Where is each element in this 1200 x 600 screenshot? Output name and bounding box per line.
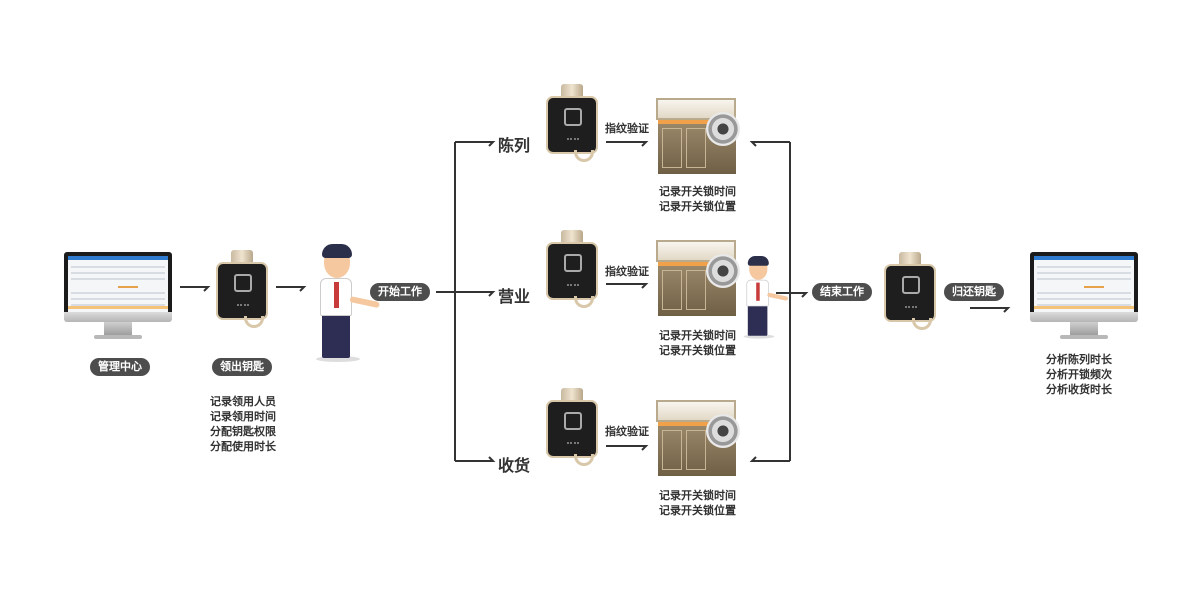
fingerprint-key-icon [546, 230, 598, 310]
display-cabinet-lock-icon [654, 400, 744, 480]
note-line: 分析陈列时长 [1046, 353, 1112, 366]
note-line: 记录开关锁位置 [659, 200, 736, 213]
arrow-merge-display [749, 141, 790, 147]
arrow-key-to-person [276, 286, 307, 292]
staff-person-icon [738, 256, 789, 340]
start-work-label: 开始工作 [370, 283, 430, 301]
note-line: 记录开关锁位置 [659, 344, 736, 357]
note-line: 分析开锁频次 [1046, 368, 1112, 381]
fingerprint-key-icon [884, 252, 936, 332]
arrow-split-to-receive [455, 456, 496, 462]
branch-receive-label: 收货 [498, 456, 531, 475]
arrow-monitor-to-key [180, 286, 211, 292]
end-work-label: 结束工作 [812, 283, 872, 301]
arrow-split-to-business [455, 291, 496, 297]
arrow-return-to-monitor [970, 307, 1011, 313]
note-line: 记录开关锁位置 [659, 504, 736, 517]
arrow-merge-receive [749, 456, 790, 462]
branch-display-notes: 记录开关锁时间 记录开关锁位置 [659, 184, 736, 214]
take-key-label: 领出钥匙 [212, 358, 272, 376]
note-line: 记录开关锁时间 [659, 489, 736, 502]
fingerprint-key-icon [546, 388, 598, 468]
verify-label: 指纹验证 [605, 425, 649, 438]
return-key-label: 归还钥匙 [944, 283, 1004, 301]
note-line: 记录领用人员 [210, 395, 276, 408]
branch-receive-notes: 记录开关锁时间 记录开关锁位置 [659, 488, 736, 518]
analysis-notes: 分析陈列时长 分析开锁频次 分析收货时长 [1046, 352, 1112, 397]
branch-display-label: 陈列 [498, 136, 531, 155]
arrow-verify-display [606, 141, 649, 147]
arrow-merge-to-end [776, 292, 809, 298]
take-key-notes: 记录领用人员 记录领用时间 分配钥匙权限 分配使用时长 [210, 394, 276, 454]
note-line: 分配钥匙权限 [210, 425, 276, 438]
analysis-monitor-icon [1030, 252, 1138, 342]
note-line: 记录开关锁时间 [659, 329, 736, 342]
arrow-split-to-display [455, 141, 496, 147]
display-cabinet-lock-icon [654, 240, 744, 320]
branch-business-label: 营业 [498, 287, 531, 306]
note-line: 分配使用时长 [210, 440, 276, 453]
note-line: 记录领用时间 [210, 410, 276, 423]
note-line: 分析收货时长 [1046, 383, 1112, 396]
arrow-verify-business [606, 283, 649, 289]
display-cabinet-lock-icon [654, 98, 744, 178]
verify-label: 指纹验证 [605, 265, 649, 278]
note-line: 记录开关锁时间 [659, 185, 736, 198]
management-monitor-icon [64, 252, 172, 342]
arrow-verify-receive [606, 445, 649, 451]
staff-person-icon [308, 244, 380, 364]
fingerprint-key-icon [216, 250, 268, 330]
fingerprint-key-icon [546, 84, 598, 164]
branch-business-notes: 记录开关锁时间 记录开关锁位置 [659, 328, 736, 358]
verify-label: 指纹验证 [605, 122, 649, 135]
management-center-label: 管理中心 [90, 358, 150, 376]
